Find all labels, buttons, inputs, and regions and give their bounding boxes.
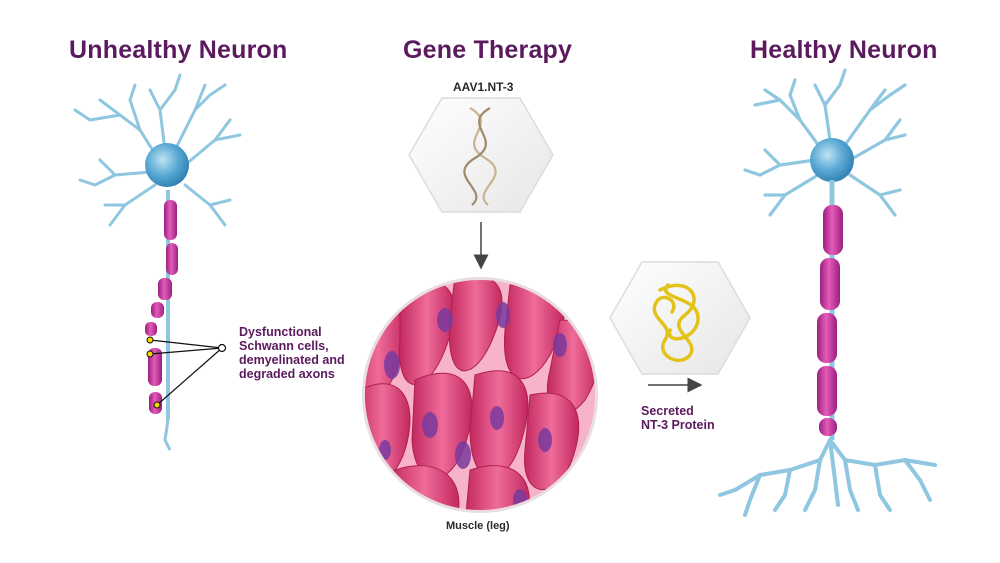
- unhealthy-neuron: [73, 73, 242, 451]
- vector-hexagon: [408, 97, 554, 213]
- protein-icon: [652, 283, 700, 362]
- dendrites-left: [73, 73, 242, 227]
- muscle-circle: [362, 277, 598, 513]
- vector-label: AAV1.NT-3: [453, 80, 514, 94]
- dendrites-right: [743, 68, 907, 217]
- soma: [145, 143, 189, 187]
- nuclei: [379, 302, 567, 510]
- secreted-line: Secreted: [641, 404, 694, 418]
- title-gene-therapy: Gene Therapy: [403, 36, 573, 64]
- dysfunction-annotation: Dysfunctional Schwann cells, demyelinate…: [239, 325, 359, 381]
- dysfunction-line: degraded axons: [239, 367, 335, 381]
- myelin-segments: [145, 200, 178, 414]
- dysfunction-line: Dysfunctional: [239, 325, 322, 339]
- secreted-annotation: Secreted NT-3 Protein: [641, 404, 751, 432]
- dysfunction-line: Schwann cells,: [239, 339, 329, 353]
- secreted-line: NT-3 Protein: [641, 418, 715, 432]
- soma: [810, 138, 854, 182]
- pointer-lines: [149, 339, 223, 406]
- axon-terminals: [718, 438, 937, 517]
- healthy-neuron: [718, 68, 937, 517]
- title-unhealthy-neuron: Unhealthy Neuron: [69, 36, 288, 64]
- myelin-segments: [817, 205, 843, 436]
- protein-hexagon: [609, 261, 751, 375]
- muscle-label: Muscle (leg): [446, 520, 510, 532]
- title-healthy-neuron: Healthy Neuron: [750, 36, 938, 64]
- dna-icon: [463, 107, 497, 206]
- dysfunction-line: demyelinated and: [239, 353, 345, 367]
